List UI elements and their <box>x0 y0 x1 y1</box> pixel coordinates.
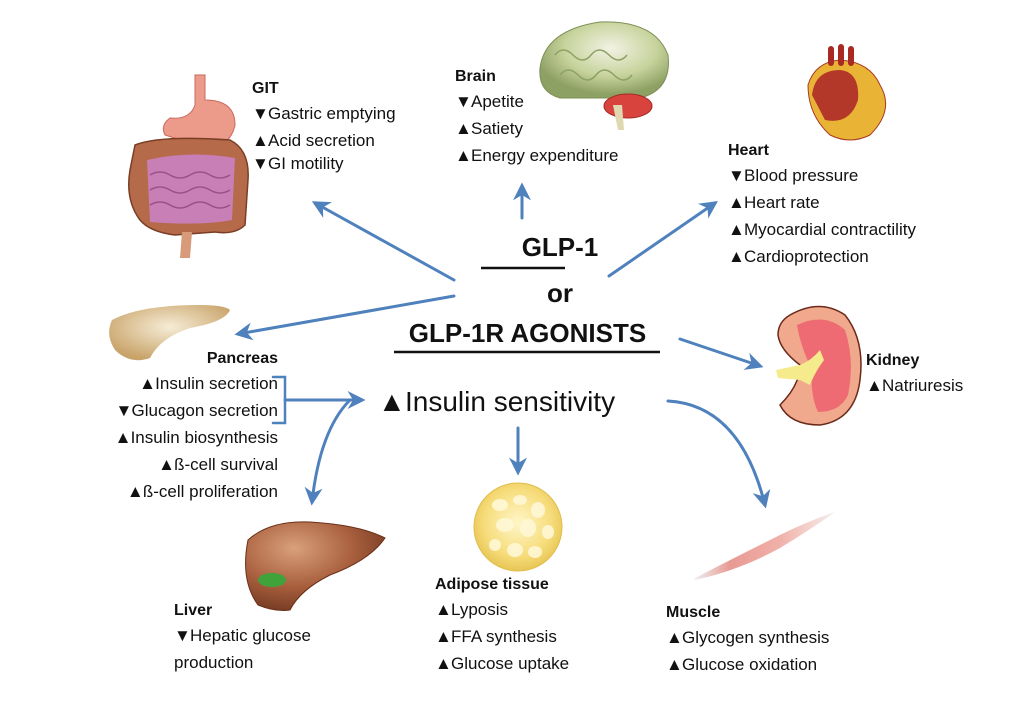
arrow-to-heart <box>607 200 718 278</box>
effect-item: ▲Glycogen synthesis <box>666 624 829 651</box>
down-arrow-icon: ▼ <box>252 154 269 173</box>
center-title-glp1: GLP-1 <box>521 232 599 262</box>
down-arrow-icon: ▼ <box>728 166 745 185</box>
up-arrow-icon: ▲ <box>435 600 452 619</box>
up-arrow-icon: ▲ <box>728 220 745 239</box>
effect-item: ▲Acid secretion <box>252 127 396 154</box>
up-arrow-icon: ▲ <box>728 193 745 212</box>
arrow-to-muscle <box>666 399 771 509</box>
liver-illustration <box>245 521 386 611</box>
kidney-illustration <box>776 305 862 426</box>
muscle-effects: Muscle ▲Glycogen synthesis ▲Glucose oxid… <box>666 602 829 678</box>
heart-illustration <box>807 44 887 141</box>
adipose-title: Adipose tissue <box>435 576 549 593</box>
brain-illustration <box>539 21 669 130</box>
up-arrow-icon: ▲ <box>158 455 175 474</box>
kidney-effects: Kidney ▲Natriuresis <box>866 350 963 399</box>
up-arrow-icon: ▲ <box>666 655 683 674</box>
effect-item: ▲Insulin secretion <box>60 370 278 397</box>
arrow-to-kidney <box>678 337 764 370</box>
up-arrow-icon: ▲ <box>435 654 452 673</box>
effect-item: ▲Natriuresis <box>866 372 963 399</box>
effect-item: ▲Lyposis <box>435 596 569 623</box>
insulin-sensitivity: ▲Insulin sensitivity <box>378 386 615 418</box>
up-arrow-icon: ▲ <box>455 119 472 138</box>
effect-item: ▲ß-cell proliferation <box>60 478 278 505</box>
up-arrow-icon: ▲ <box>435 627 452 646</box>
effect-item: ▲Insulin biosynthesis <box>60 424 278 451</box>
connectors <box>234 182 771 509</box>
effect-item: ▼GI motility <box>252 150 396 177</box>
up-arrow-icon: ▲ <box>866 376 883 395</box>
pancreas-illustration <box>109 305 230 361</box>
down-arrow-icon: ▼ <box>115 401 133 420</box>
up-arrow-icon: ▲ <box>666 628 683 647</box>
effect-item: ▼Blood pressure <box>728 162 916 189</box>
arrow-to-git <box>311 201 456 282</box>
effect-item: ▲Glucose uptake <box>435 650 569 677</box>
effect-item: ▼Gastric emptying <box>252 100 396 127</box>
effect-item: ▼Apetite <box>455 88 618 115</box>
down-arrow-icon: ▼ <box>455 92 472 111</box>
adipose-illustration <box>473 482 563 572</box>
effect-item: ▲FFA synthesis <box>435 623 569 650</box>
arrow-to-pancreas <box>234 294 456 341</box>
down-arrow-icon: ▼ <box>174 626 191 645</box>
effect-item: ▲Energy expenditure <box>455 142 618 169</box>
git-effects: GIT ▼Gastric emptying ▲Acid secretion ▼G… <box>252 78 396 177</box>
muscle-illustration <box>695 512 835 580</box>
liver-effects: Liver ▼Hepatic glucose production <box>174 600 311 676</box>
kidney-title: Kidney <box>866 352 920 369</box>
heart-effects: Heart ▼Blood pressure ▲Heart rate ▲Myoca… <box>728 140 916 270</box>
brain-title: Brain <box>455 68 496 85</box>
effect-item: ▲Myocardial contractility <box>728 216 916 243</box>
center-title-agonists: GLP-1R AGONISTS <box>408 318 647 348</box>
up-arrow-icon: ▲ <box>728 247 745 266</box>
adipose-effects: Adipose tissue ▲Lyposis ▲FFA synthesis ▲… <box>435 574 569 677</box>
effect-item: ▼Hepatic glucose <box>174 622 311 649</box>
up-arrow-icon: ▲ <box>139 374 156 393</box>
effect-item: ▲ß-cell survival <box>60 451 278 478</box>
git-illustration <box>128 74 249 258</box>
muscle-title: Muscle <box>666 604 721 621</box>
effect-item: ▲Cardioprotection <box>728 243 916 270</box>
down-arrow-icon: ▼ <box>252 104 269 123</box>
insulin-sensitivity-label: Insulin sensitivity <box>405 386 616 417</box>
up-arrow-icon: ▲ <box>252 131 269 150</box>
git-title: GIT <box>252 80 279 97</box>
heart-title: Heart <box>728 142 769 159</box>
liver-title: Liver <box>174 602 213 619</box>
up-arrow-icon: ▲ <box>378 386 406 417</box>
center-title-or: or <box>547 278 573 308</box>
brain-effects: Brain ▼Apetite ▲Satiety ▲Energy expendit… <box>455 66 618 169</box>
pancreas-effects: Pancreas ▲Insulin secretion ▼Glucagon se… <box>60 348 278 505</box>
effect-item: ▼Glucagon secretion <box>60 397 278 424</box>
up-arrow-icon: ▲ <box>126 482 144 501</box>
arrow-to-liver <box>304 398 352 506</box>
effect-item-continuation: production <box>174 653 254 672</box>
up-arrow-icon: ▲ <box>455 146 472 165</box>
pancreas-title: Pancreas <box>206 350 278 367</box>
effect-item: ▲Heart rate <box>728 189 916 216</box>
up-arrow-icon: ▲ <box>114 428 132 447</box>
effect-item: ▲Glucose oxidation <box>666 651 829 678</box>
effect-item: ▲Satiety <box>455 115 618 142</box>
